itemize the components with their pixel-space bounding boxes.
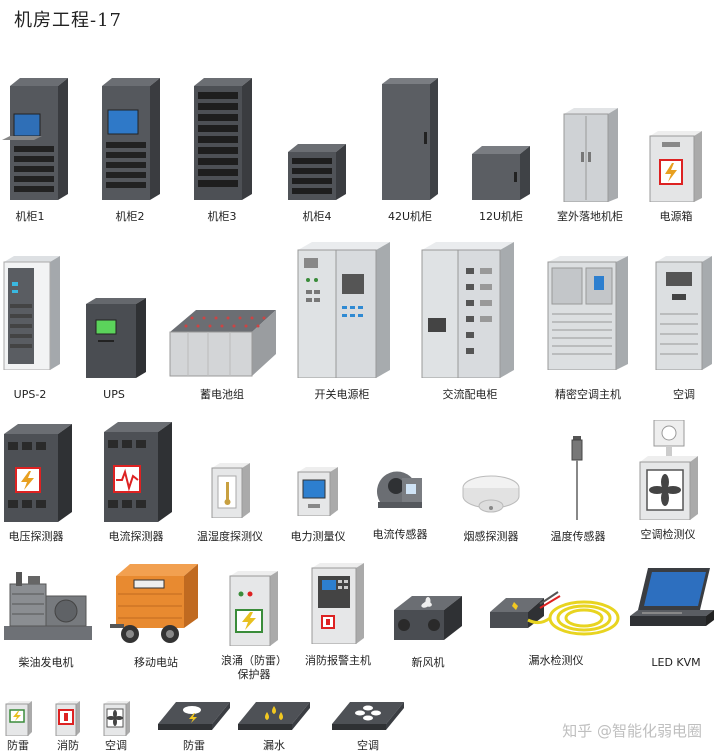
water-leak-detector-icon	[490, 591, 620, 636]
outdoor-cabinet-icon	[563, 108, 618, 202]
item-label: 防雷	[7, 739, 29, 752]
item-label: 机柜4	[302, 210, 332, 223]
ups-icon	[86, 298, 146, 378]
item-label: 42U机柜	[387, 210, 433, 223]
item-label: 消防报警主机	[305, 654, 371, 667]
item-label: 柴油发电机	[18, 656, 74, 669]
item-label: 空调检测仪	[640, 528, 696, 541]
item-label: 机柜2	[115, 210, 145, 223]
item-label: 移动电站	[134, 656, 178, 669]
item-label: 12U机柜	[478, 210, 524, 223]
water-leak-tile-icon	[238, 702, 310, 730]
temperature-sensor-icon	[571, 436, 583, 520]
item-label: 电流传感器	[372, 528, 428, 541]
item-label: 电力测量仪	[290, 530, 346, 543]
item-label: 新风机	[411, 656, 445, 669]
cabinet-3-icon	[194, 78, 252, 200]
cabinet-1-icon	[2, 78, 68, 200]
item-label: 浪涌（防雷） 保护器	[221, 654, 287, 681]
item-label: 漏水	[263, 739, 285, 752]
item-label: 机柜3	[207, 210, 237, 223]
item-label: 温度传感器	[550, 530, 606, 543]
fire-alarm-host-icon	[311, 563, 364, 644]
air-conditioner-icon	[655, 256, 712, 370]
item-label: 消防	[57, 739, 79, 752]
temp-humidity-detector-icon	[211, 463, 250, 518]
ac-distribution-cabinet-icon	[421, 242, 514, 378]
fresh-air-unit-icon	[394, 596, 462, 640]
switching-power-cabinet-icon	[297, 242, 390, 378]
current-sensor-icon	[377, 471, 422, 508]
ups-2-icon	[3, 256, 60, 370]
item-label: 防雷	[183, 739, 205, 752]
cabinet-42u-icon	[382, 78, 438, 200]
power-meter-icon	[297, 467, 338, 516]
item-label: UPS	[103, 388, 125, 401]
cabinet-12u-icon	[472, 146, 530, 200]
battery-bank-icon	[169, 310, 276, 377]
led-kvm-icon	[630, 568, 714, 626]
item-label: 电流探测器	[108, 530, 164, 543]
lightning-protection-tile-icon	[158, 702, 230, 730]
page-title: 机房工程-17	[14, 10, 122, 31]
item-label: 电源箱	[659, 210, 693, 223]
mobile-power-station-icon	[110, 564, 198, 643]
air-conditioner-tile-icon	[332, 702, 404, 730]
item-label: 漏水检测仪	[528, 654, 584, 667]
diesel-generator-icon	[4, 572, 92, 640]
ac-detector-icon	[639, 420, 698, 520]
smoke-detector-icon	[462, 475, 520, 513]
item-label: LED KVM	[651, 656, 701, 669]
item-label: UPS-2	[13, 388, 47, 401]
item-label: 烟感探测器	[463, 530, 519, 543]
precision-ac-icon	[547, 256, 628, 370]
fire-protection-small-icon	[55, 701, 80, 736]
item-label: 蓄电池组	[200, 388, 244, 401]
cabinet-4-icon	[288, 144, 346, 200]
cabinet-2-icon	[102, 78, 160, 200]
item-label: 空调	[673, 388, 695, 401]
item-label: 交流配电柜	[442, 388, 498, 401]
watermark: 知乎 @智能化弱电圈	[562, 722, 702, 740]
item-label: 空调	[357, 739, 379, 752]
current-detector-icon	[104, 422, 172, 522]
item-label: 室外落地机柜	[557, 210, 623, 223]
power-box-icon	[649, 131, 702, 202]
air-conditioner-small-icon	[103, 701, 130, 736]
surge-protector-icon	[229, 571, 278, 646]
item-label: 电压探测器	[8, 530, 64, 543]
item-label: 机柜1	[15, 210, 45, 223]
voltage-detector-icon	[4, 424, 72, 522]
item-label: 空调	[105, 739, 127, 752]
lightning-protection-small-icon	[5, 701, 32, 736]
item-label: 温湿度探测仪	[197, 530, 263, 543]
item-label: 精密空调主机	[555, 388, 621, 401]
item-label: 开关电源柜	[314, 388, 370, 401]
